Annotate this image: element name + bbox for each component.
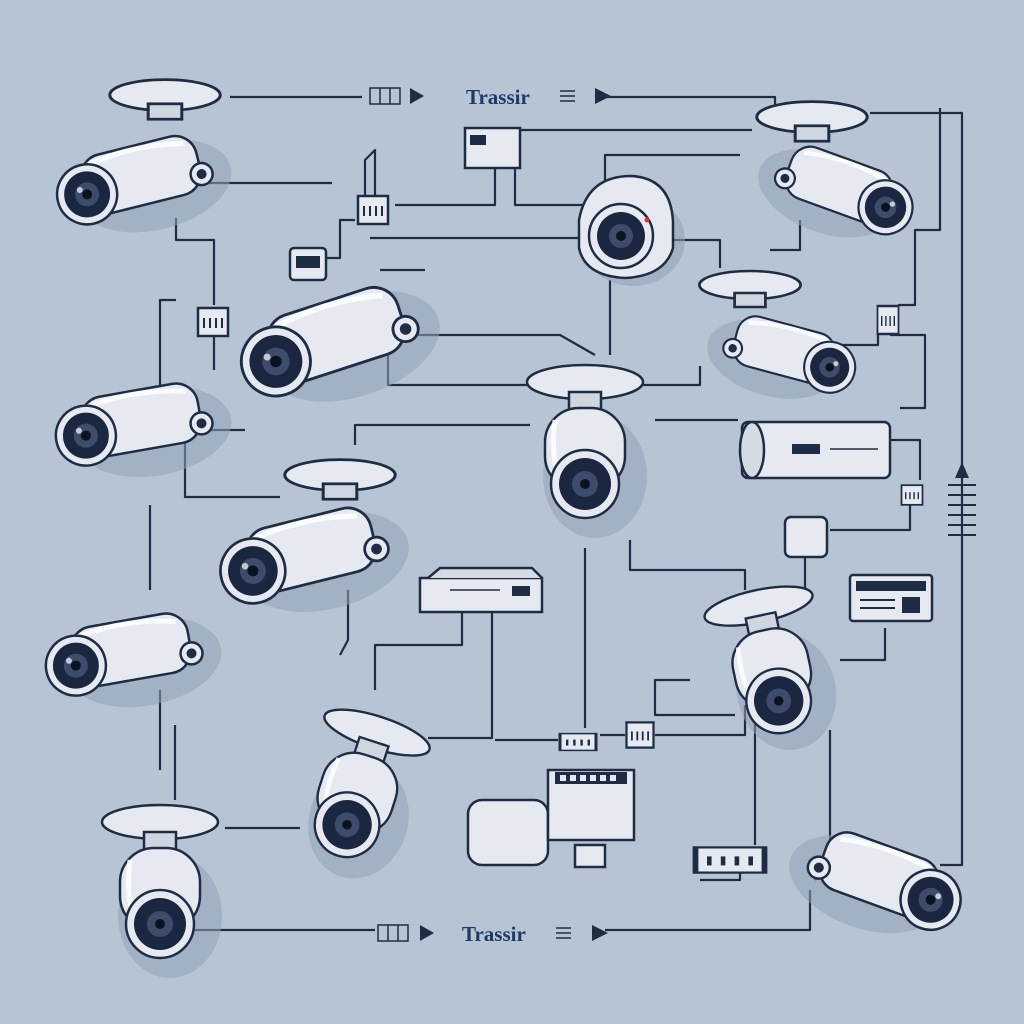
network-video-recorder-icon: [738, 420, 892, 480]
display-panel-icon: [848, 573, 934, 623]
dome-camera-icon: [577, 174, 687, 288]
bullet-camera-icon: [50, 375, 239, 492]
bullet-camera-icon: [746, 132, 922, 261]
bullet-camera-icon: [40, 605, 229, 722]
bullet-camera-icon: [212, 495, 419, 633]
ceiling-camera-icon: [102, 805, 222, 978]
mount-plate-top-left: [108, 78, 222, 121]
connector-box-icon: [558, 732, 598, 752]
connector-box-icon: [900, 484, 924, 506]
connector-box-icon: [625, 721, 655, 749]
mount-plate-mid-left: [283, 458, 397, 501]
server-unit-icon: [466, 768, 636, 869]
bullet-camera-icon: [698, 306, 862, 417]
brand-label-bottom: Trassir: [377, 922, 608, 946]
power-adapter-icon: [288, 246, 328, 282]
bullet-camera-icon: [776, 816, 971, 959]
mount-plate-top-right: [755, 100, 869, 143]
cable-terminal-icon: [948, 462, 976, 536]
connector-box-icon: [696, 847, 765, 872]
mount-plate-right: [698, 269, 802, 309]
connector-box-icon: [196, 306, 230, 338]
network-switch-icon: [418, 566, 544, 614]
power-adapter-icon: [463, 126, 522, 170]
ceiling-camera-icon: [527, 365, 647, 538]
bullet-camera-icon: [230, 270, 454, 429]
connector-box-icon: [876, 304, 900, 336]
connector-box-icon: [356, 194, 390, 226]
brand-text-bottom: Trassir: [462, 922, 526, 946]
ceiling-camera-icon: [279, 700, 438, 892]
brand-text-top: Trassir: [466, 85, 530, 109]
junction-box-icon: [783, 515, 829, 559]
brand-label-top: Trassir: [369, 85, 611, 109]
bullet-camera-icon: [49, 124, 241, 252]
